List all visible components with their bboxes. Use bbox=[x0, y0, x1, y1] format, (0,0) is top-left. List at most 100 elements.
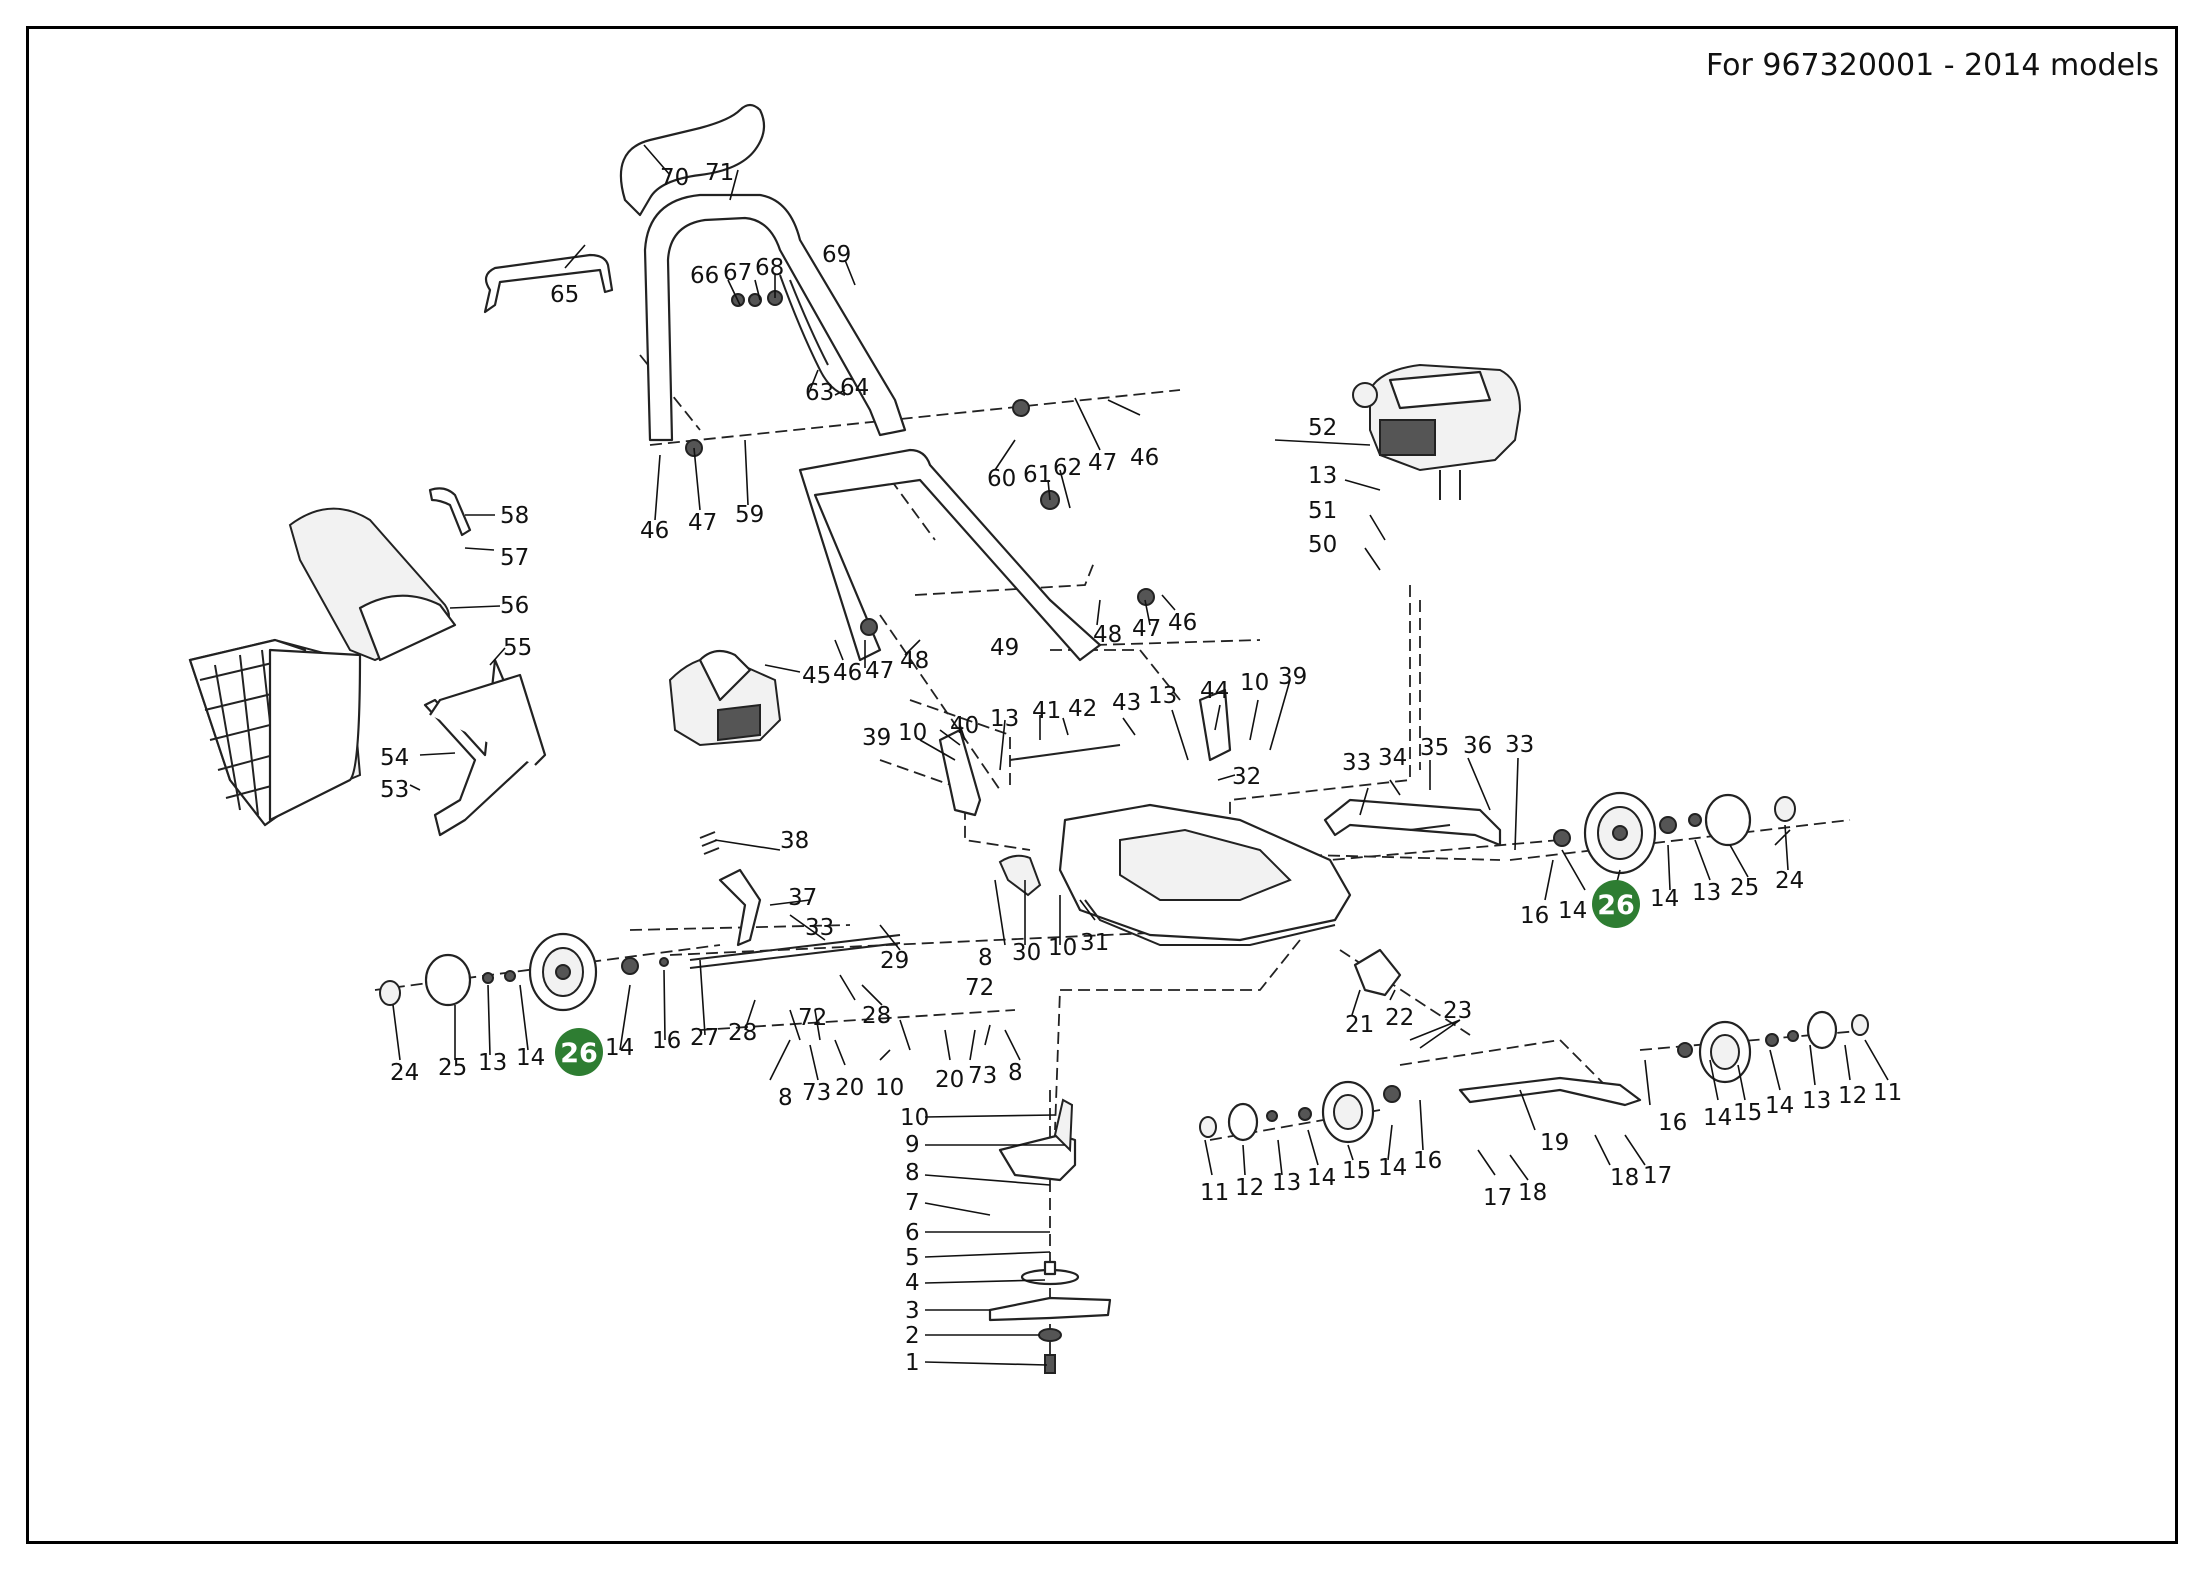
callout-13-b: 13 bbox=[990, 706, 1019, 732]
catcher-bag-53 bbox=[188, 638, 362, 827]
callout-15-b: 15 bbox=[1342, 1158, 1371, 1184]
callout-49: 49 bbox=[990, 635, 1019, 661]
callout-38: 38 bbox=[780, 828, 809, 854]
top-bar-65 bbox=[483, 253, 614, 314]
washer-2 bbox=[1038, 1328, 1062, 1342]
callout-35: 35 bbox=[1420, 735, 1449, 761]
callout-14-b: 14 bbox=[1650, 886, 1679, 912]
catcher-frame-55 bbox=[423, 658, 547, 837]
callout-14-c: 14 bbox=[516, 1045, 545, 1071]
callout-10-a: 10 bbox=[898, 720, 927, 746]
callout-20-b: 20 bbox=[935, 1067, 964, 1093]
callout-16-d: 16 bbox=[1413, 1148, 1442, 1174]
battery-pack-45 bbox=[668, 649, 782, 747]
callout-12-b: 12 bbox=[1235, 1175, 1264, 1201]
callout-14-h: 14 bbox=[1378, 1155, 1407, 1181]
callout-46-c: 46 bbox=[833, 660, 862, 686]
callout-14-d: 14 bbox=[605, 1035, 634, 1061]
callout-48-a: 48 bbox=[900, 648, 929, 674]
callout-63: 63 bbox=[805, 380, 834, 406]
callout-8-c: 8 bbox=[1008, 1060, 1023, 1086]
callout-12-a: 12 bbox=[1838, 1083, 1867, 1109]
bracket-44 bbox=[1198, 688, 1232, 762]
callout-56: 56 bbox=[500, 593, 529, 619]
highlight-badge-26-right[interactable]: 26 bbox=[1592, 880, 1640, 928]
callout-13-g: 13 bbox=[1272, 1170, 1301, 1196]
wheel-covers bbox=[379, 793, 1869, 1142]
callout-47-a: 47 bbox=[688, 510, 717, 536]
callout-11-b: 11 bbox=[1200, 1180, 1229, 1206]
callout-59: 59 bbox=[735, 502, 764, 528]
callout-18-a: 18 bbox=[1610, 1165, 1639, 1191]
callout-13-a: 13 bbox=[1308, 463, 1337, 489]
callout-3-stack: 3 bbox=[905, 1298, 920, 1324]
callout-53: 53 bbox=[380, 777, 409, 803]
catcher-top-56 bbox=[288, 507, 457, 662]
callout-34: 34 bbox=[1378, 745, 1407, 771]
callout-24-a: 24 bbox=[1775, 868, 1804, 894]
callout-68: 68 bbox=[755, 255, 784, 281]
callout-73-a: 73 bbox=[802, 1080, 831, 1106]
callout-8-a: 8 bbox=[978, 945, 993, 971]
callout-10-stack: 10 bbox=[900, 1105, 929, 1131]
mower-deck-31 bbox=[1058, 803, 1352, 946]
blade-3 bbox=[988, 1296, 1112, 1322]
callout-15-a: 15 bbox=[1733, 1100, 1762, 1126]
axle-bracket-22 bbox=[1353, 948, 1402, 997]
callout-52: 52 bbox=[1308, 415, 1337, 441]
callout-17-b: 17 bbox=[1483, 1185, 1512, 1211]
wheel-bearings bbox=[482, 813, 1799, 1122]
callout-50: 50 bbox=[1308, 532, 1337, 558]
callout-28-a: 28 bbox=[728, 1020, 757, 1046]
control-cable-63 bbox=[779, 274, 846, 396]
callout-54: 54 bbox=[380, 745, 409, 771]
callout-14-f: 14 bbox=[1765, 1093, 1794, 1119]
callout-72-a: 72 bbox=[798, 1005, 827, 1031]
highlight-badge-26-left[interactable]: 26 bbox=[555, 1028, 603, 1076]
callout-58: 58 bbox=[500, 503, 529, 529]
callout-37: 37 bbox=[788, 885, 817, 911]
callout-36: 36 bbox=[1463, 733, 1492, 759]
callout-6-stack: 6 bbox=[905, 1220, 920, 1246]
callout-46-d: 46 bbox=[1168, 610, 1197, 636]
callout-47-b: 47 bbox=[1088, 450, 1117, 476]
callout-10-b: 10 bbox=[1240, 670, 1269, 696]
callout-17-a: 17 bbox=[1643, 1163, 1672, 1189]
callout-69: 69 bbox=[822, 242, 851, 268]
handle-grip-70 bbox=[619, 103, 766, 217]
callout-14-e: 14 bbox=[1703, 1105, 1732, 1131]
leader-lines bbox=[392, 144, 1889, 1366]
callout-44: 44 bbox=[1200, 678, 1229, 704]
callout-33-a: 33 bbox=[1342, 750, 1371, 776]
callout-40: 40 bbox=[950, 713, 979, 739]
callout-33-c: 33 bbox=[805, 915, 834, 941]
callout-19: 19 bbox=[1540, 1130, 1569, 1156]
link-rod-42 bbox=[1009, 744, 1121, 761]
callout-51: 51 bbox=[1308, 498, 1337, 524]
blade-adapter-9 bbox=[998, 1098, 1077, 1182]
callout-62: 62 bbox=[1053, 455, 1082, 481]
wheel-26-right bbox=[1583, 791, 1657, 875]
callout-33-b: 33 bbox=[1505, 732, 1534, 758]
callout-16-b: 16 bbox=[652, 1028, 681, 1054]
callout-21: 21 bbox=[1345, 1012, 1374, 1038]
diagram-frame bbox=[26, 26, 2178, 1544]
callout-73-b: 73 bbox=[968, 1063, 997, 1089]
highlight-badge-26-left-label: 26 bbox=[560, 1038, 598, 1069]
callout-13-e: 13 bbox=[478, 1050, 507, 1076]
part-callouts: 70 71 65 66 67 68 69 63 64 46 47 59 60 6… bbox=[380, 160, 1902, 1376]
callout-70: 70 bbox=[660, 165, 689, 191]
handle-knobs bbox=[685, 290, 1155, 636]
callout-46-a: 46 bbox=[640, 518, 669, 544]
callout-39-a: 39 bbox=[862, 725, 891, 751]
callout-16-a: 16 bbox=[1520, 903, 1549, 929]
callout-43: 43 bbox=[1112, 690, 1141, 716]
blade-bolt-1 bbox=[1044, 1354, 1056, 1374]
wheel-15-left-rear bbox=[1321, 1080, 1375, 1144]
callout-13-c: 13 bbox=[1148, 683, 1177, 709]
callout-8-stack: 8 bbox=[905, 1160, 920, 1186]
callout-25-a: 25 bbox=[1730, 875, 1759, 901]
callout-71: 71 bbox=[705, 160, 734, 186]
callout-16-c: 16 bbox=[1658, 1110, 1687, 1136]
spring-38 bbox=[699, 831, 720, 855]
